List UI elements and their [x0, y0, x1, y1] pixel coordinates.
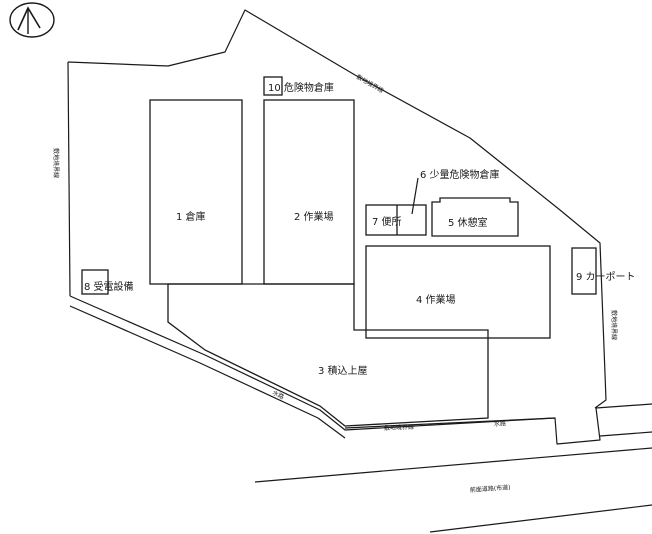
label-warehouse: 1 倉庫: [176, 210, 206, 223]
label-substation: 8 受電設備: [84, 280, 134, 293]
hazmat-leader-line: [411, 177, 419, 215]
building-hazmat-store: [263, 76, 283, 96]
label-carport: 9 カーポート: [576, 271, 636, 283]
note-waterway-right: 水路: [494, 419, 506, 428]
waterway-line-outer: [69, 295, 556, 431]
building-carport: [571, 247, 597, 295]
note-front-road: 前面道路(市道): [470, 483, 511, 494]
label-small-hazmat-store: 6 少量危険物倉庫: [420, 168, 500, 181]
building-toilet: [365, 204, 427, 236]
boundary-bottom-right: [599, 431, 652, 437]
note-waterway-left: 水路: [271, 389, 285, 401]
label-workshop-2: 2 作業場: [294, 210, 334, 223]
building-workshop-2: [263, 99, 355, 285]
building-substation: [81, 269, 109, 295]
building-warehouse: [149, 99, 243, 285]
label-rest-room: 5 休憩室: [448, 216, 488, 229]
label-loading-shed: 3 積込上屋: [318, 364, 368, 377]
note-boundary-right: 敷地境界線: [610, 310, 618, 340]
note-boundary-bottom: 敷地境界線: [384, 423, 414, 432]
site-boundary-line: [67, 9, 607, 409]
road-line-upper: [254, 447, 652, 483]
label-toilet: 7 便所: [372, 215, 402, 228]
building-workshop-4: [365, 245, 551, 339]
waterway-line-inner: [69, 305, 346, 439]
building-rest-room: [431, 197, 519, 237]
site-boundary-left: [67, 61, 71, 297]
building-loading-shed: [167, 283, 489, 427]
label-hazmat-store: 10 危険物倉庫: [268, 81, 334, 94]
label-workshop-4: 4 作業場: [416, 293, 456, 306]
boundary-bottom-line: [344, 403, 652, 445]
road-line-lower: [429, 504, 652, 533]
north-arrow-icon: [9, 2, 55, 38]
note-boundary-top-right: 敷地境界線: [355, 73, 385, 95]
note-boundary-left: 敷地境界線: [52, 148, 60, 178]
